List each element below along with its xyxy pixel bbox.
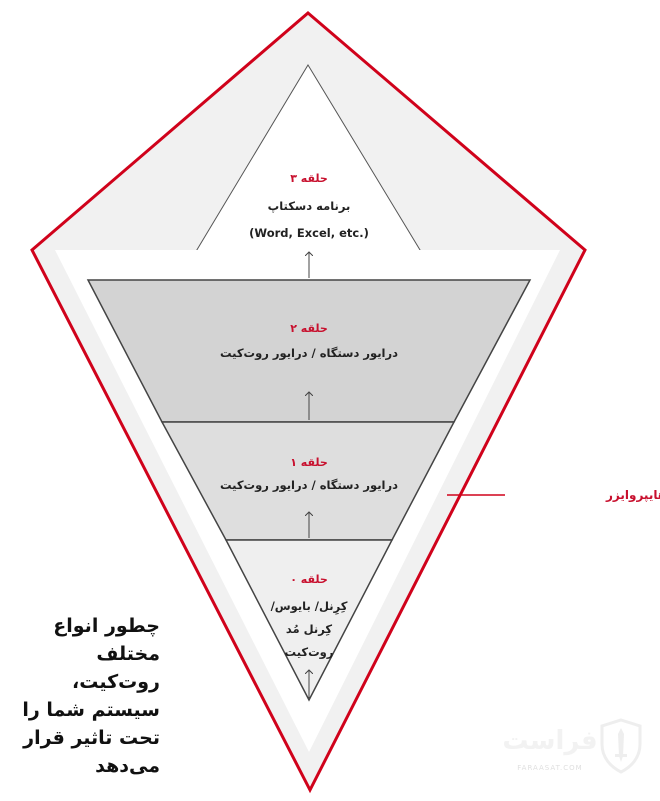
ring0-band (224, 539, 394, 702)
caption-line-2: روت‌کیت، سیستم شما را (22, 671, 160, 721)
ring3-line1: برنامه دسکتاپ (268, 199, 351, 213)
diagram-caption: چطور انواع مختلف روت‌کیت، سیستم شما را ت… (10, 612, 160, 780)
caption-line-3: تحت تاثیر قرار می‌دهد (23, 727, 160, 777)
caption-line-1: چطور انواع مختلف (53, 615, 160, 665)
ring0-line1: کِرِنل/ بایوس/ (271, 599, 348, 615)
ring1-title: حلقه ۱ (290, 456, 328, 469)
ring0-line3: روت‌کیت (285, 645, 334, 660)
ring2-title: حلقه ۲ (290, 322, 328, 335)
hypervisor-label: روت‌کیت هایپروایزر (605, 488, 660, 503)
shield-sword-icon (600, 718, 642, 774)
ring3-title: حلقه ۳ (290, 172, 328, 185)
ring1-line1: درایور دستگاه / درایور روت‌کیت (220, 478, 398, 493)
ring0-title: حلقه ۰ (290, 573, 328, 586)
logo-url: FARAASAT.COM (517, 764, 583, 772)
logo-name: فراست (502, 726, 598, 756)
ring2-line1: درایور دستگاه / درایور روت‌کیت (220, 346, 398, 361)
ring0-line2: کِرنل مُد (286, 622, 333, 636)
faraasat-logo: فراست FARAASAT.COM (500, 718, 660, 778)
ring3-line2: (Word, Excel, etc.) (249, 226, 369, 240)
